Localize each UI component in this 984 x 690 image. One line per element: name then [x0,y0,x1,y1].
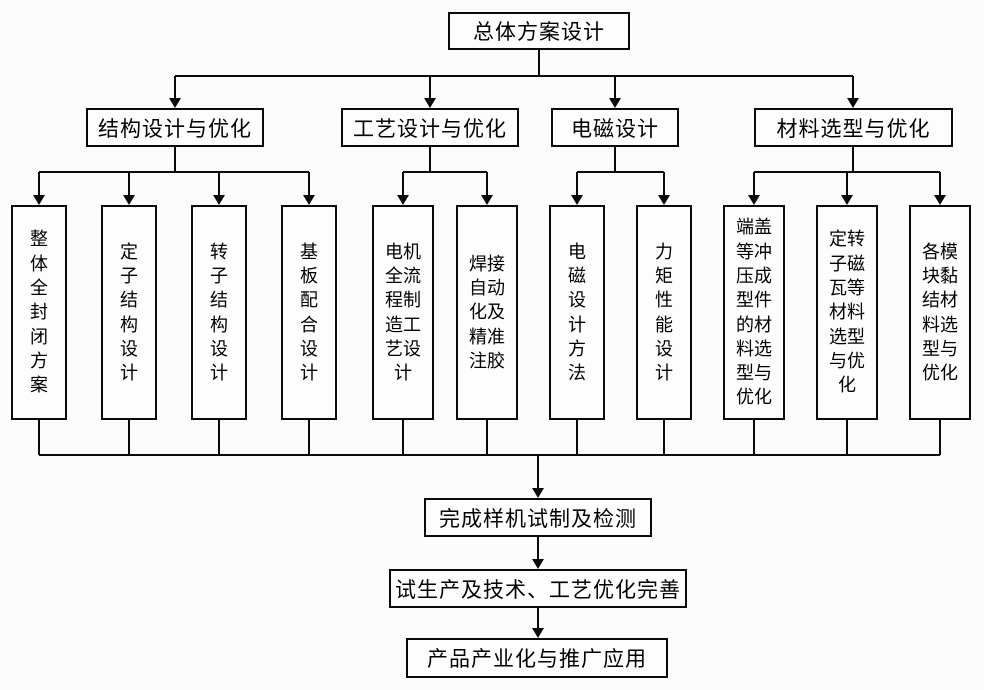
node-motor-process-design: 电机全流程制造工艺设计 [372,205,434,420]
node-welding-automation-gluing: 焊接自动化及精准注胶 [456,205,518,420]
node-label: 整体全封闭方案 [30,229,48,396]
node-fully-enclosed-scheme: 整体全封闭方案 [11,205,67,420]
node-overall-scheme-design: 总体方案设计 [448,12,630,50]
node-electromagnetic-design-group: 电磁设计 [551,108,679,147]
node-label: 转子结构设计 [210,241,228,384]
node-prototype-testing: 完成样机试制及检测 [424,498,652,537]
node-label: 电机全流程制造工艺设计 [385,241,421,384]
node-label: 定子结构设计 [120,241,138,384]
node-trial-production-optimization: 试生产及技术、工艺优化完善 [389,569,687,608]
node-industrialization-application: 产品产业化与推广应用 [406,638,668,678]
node-label: 力矩性能设计 [655,241,673,384]
node-torque-performance-design: 力矩性能设计 [636,205,692,420]
node-em-design-method: 电磁设计方法 [549,205,605,420]
node-structural-design-group: 结构设计与优化 [86,108,264,147]
node-rotor-structure-design: 转子结构设计 [191,205,247,420]
node-endcover-stamping-material: 端盖等冲压成型件的材料选型与优化 [723,205,785,420]
node-module-bonding-material: 各模块黏结材料选型与优化 [909,205,971,420]
node-label: 定转子磁瓦等材料选型与优化 [829,229,865,396]
node-label: 端盖等冲压成型件的材料选型与优化 [736,217,772,408]
node-stator-structure-design: 定子结构设计 [101,205,157,420]
node-process-design-group: 工艺设计与优化 [341,108,519,147]
node-baseplate-fit-design: 基板配合设计 [281,205,337,420]
node-label: 基板配合设计 [300,241,318,384]
node-label: 电磁设计方法 [568,241,586,384]
node-label: 各模块黏结材料选型与优化 [922,241,958,384]
node-material-selection-group: 材料选型与优化 [754,108,953,147]
node-label: 焊接自动化及精准注胶 [469,253,505,371]
node-stator-rotor-magnet-material: 定转子磁瓦等材料选型与优化 [816,205,878,420]
